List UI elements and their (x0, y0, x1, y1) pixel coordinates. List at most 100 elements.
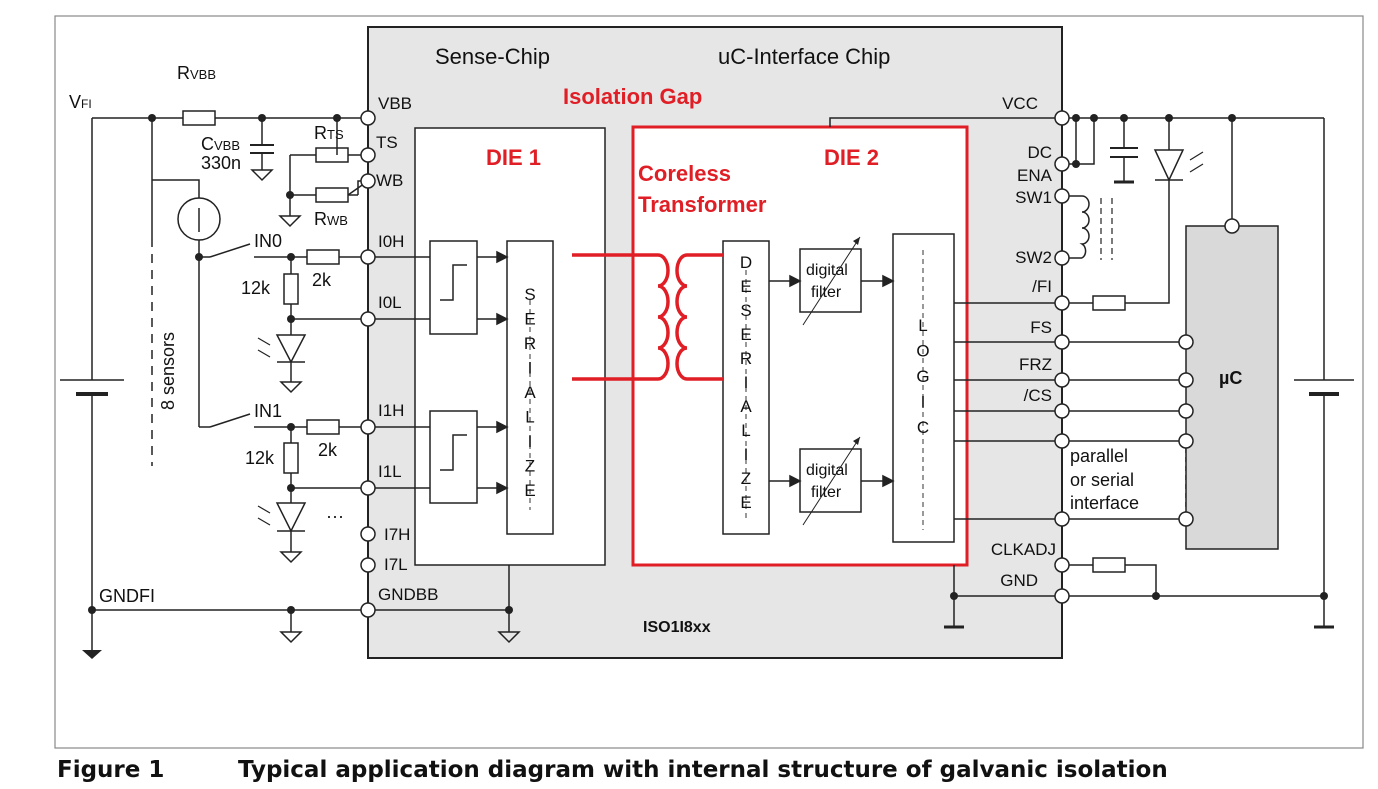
uc-interface-chip-label: uC-Interface Chip (718, 44, 890, 69)
label-cs: /CS (1024, 386, 1052, 405)
die1-label: DIE 1 (486, 145, 541, 170)
label-cvbb-value: 330n (201, 153, 241, 173)
figure-number: Figure 1 (57, 757, 165, 783)
deserialize-letters-letter: R (740, 349, 752, 368)
label-i7h: I7H (384, 525, 410, 544)
pin-gnd (1054, 588, 1070, 604)
uc-pin-4 (1178, 433, 1194, 449)
logic-letters-letter: I (921, 393, 926, 412)
uc-box (1185, 225, 1279, 550)
pin-i0h (360, 249, 376, 265)
filter0-line1: digital (806, 262, 848, 279)
coreless-transformer (572, 253, 723, 381)
serialize-letters-letter: A (524, 383, 536, 402)
die2-label: DIE 2 (824, 145, 879, 170)
label-ellipsis: ··· (326, 506, 344, 526)
logic-letters-letter: L (918, 316, 927, 335)
pin-i7l (360, 557, 376, 573)
deserialize-letters-letter: L (741, 421, 750, 440)
uc-pin-3 (1178, 403, 1194, 419)
serialize-block (506, 240, 554, 535)
label-sw1: SW1 (1015, 188, 1052, 207)
label-vcc: VCC (1002, 94, 1038, 113)
part-number: ISO1I8xx (643, 619, 711, 636)
pin-bus4 (1054, 433, 1070, 449)
pin-dc (1054, 156, 1070, 172)
digital-filter-1 (799, 448, 862, 513)
pin-sw2 (1054, 250, 1070, 266)
label-2k-a: 2k (312, 270, 332, 290)
label-gndbb: GNDBB (378, 585, 438, 604)
pin-vcc (1054, 110, 1070, 126)
label-fi: /FI (1032, 277, 1052, 296)
serialize-letters-letter: L (525, 408, 534, 427)
serialize-letters-letter: E (524, 481, 535, 500)
label-wb: WB (376, 171, 403, 190)
label-clkadj: CLKADJ (991, 540, 1056, 559)
label-12k-a: 12k (241, 278, 271, 298)
label-i7l: I7L (384, 555, 408, 574)
serialize-letters-letter: I (528, 359, 533, 378)
label-rvbb: RVBB (177, 63, 216, 83)
uc-pin-1 (1178, 334, 1194, 350)
logic-letters-letter: C (917, 418, 929, 437)
serialize-letters-letter: S (524, 285, 535, 304)
pin-wb (360, 173, 376, 189)
filter0-line2: filter (811, 284, 842, 301)
pin-sw1 (1054, 188, 1070, 204)
label-sensors: 8 sensors (158, 332, 178, 410)
transformer-label: Transformer (638, 192, 767, 217)
pin-fs (1054, 334, 1070, 350)
pin-i1h (360, 419, 376, 435)
filter1-line1: digital (806, 462, 848, 479)
serialize-letters-letter: R (524, 334, 536, 353)
label-i1l: I1L (378, 462, 402, 481)
label-gnd: GND (1000, 571, 1038, 590)
uc-pin-vcc (1224, 218, 1240, 234)
coreless-label: Coreless (638, 161, 731, 186)
label-interface-2: or serial (1070, 470, 1134, 490)
label-ena: ENA (1017, 166, 1053, 185)
label-2k-b: 2k (318, 440, 338, 460)
label-in1: IN1 (254, 401, 282, 421)
label-i0h: I0H (378, 232, 404, 251)
pin-vbb (360, 110, 376, 126)
deserialize-letters-letter: D (740, 253, 752, 272)
deserialize-letters-letter: E (740, 493, 751, 512)
label-i1h: I1H (378, 401, 404, 420)
label-in0: IN0 (254, 231, 282, 251)
pin-ts (360, 147, 376, 163)
pin-i0l (360, 311, 376, 327)
label-dc: DC (1027, 143, 1052, 162)
deserialize-letters-letter: S (740, 301, 751, 320)
deserialize-letters-letter: E (740, 277, 751, 296)
pin-i1l (360, 480, 376, 496)
diagram-frame (54, 15, 1364, 749)
deserialize-letters-letter: E (740, 325, 751, 344)
deserialize-letters-letter: I (744, 445, 749, 464)
pin-bus5 (1054, 511, 1070, 527)
label-vbb: VBB (378, 94, 412, 113)
logic-letters-letter: G (916, 367, 929, 386)
label-cvbb: CVBB (201, 134, 240, 154)
uc-pin-5 (1178, 511, 1194, 527)
uc-pin-2 (1178, 372, 1194, 388)
serialize-letters-letter: I (528, 432, 533, 451)
isolation-gap-label: Isolation Gap (563, 84, 702, 109)
label-12k-b: 12k (245, 448, 275, 468)
label-ts: TS (376, 133, 398, 152)
deserialize-letters-letter: I (744, 373, 749, 392)
label-gndfi: GNDFI (99, 586, 155, 606)
pin-clkadj (1054, 557, 1070, 573)
pin-cs (1054, 403, 1070, 419)
label-i0l: I0L (378, 293, 402, 312)
deserialize-letters-letter: A (740, 397, 752, 416)
label-uc: µC (1219, 368, 1242, 388)
digital-filter-0 (799, 248, 862, 313)
pin-frz (1054, 372, 1070, 388)
pin-fi (1054, 295, 1070, 311)
sense-chip-label: Sense-Chip (435, 44, 550, 69)
